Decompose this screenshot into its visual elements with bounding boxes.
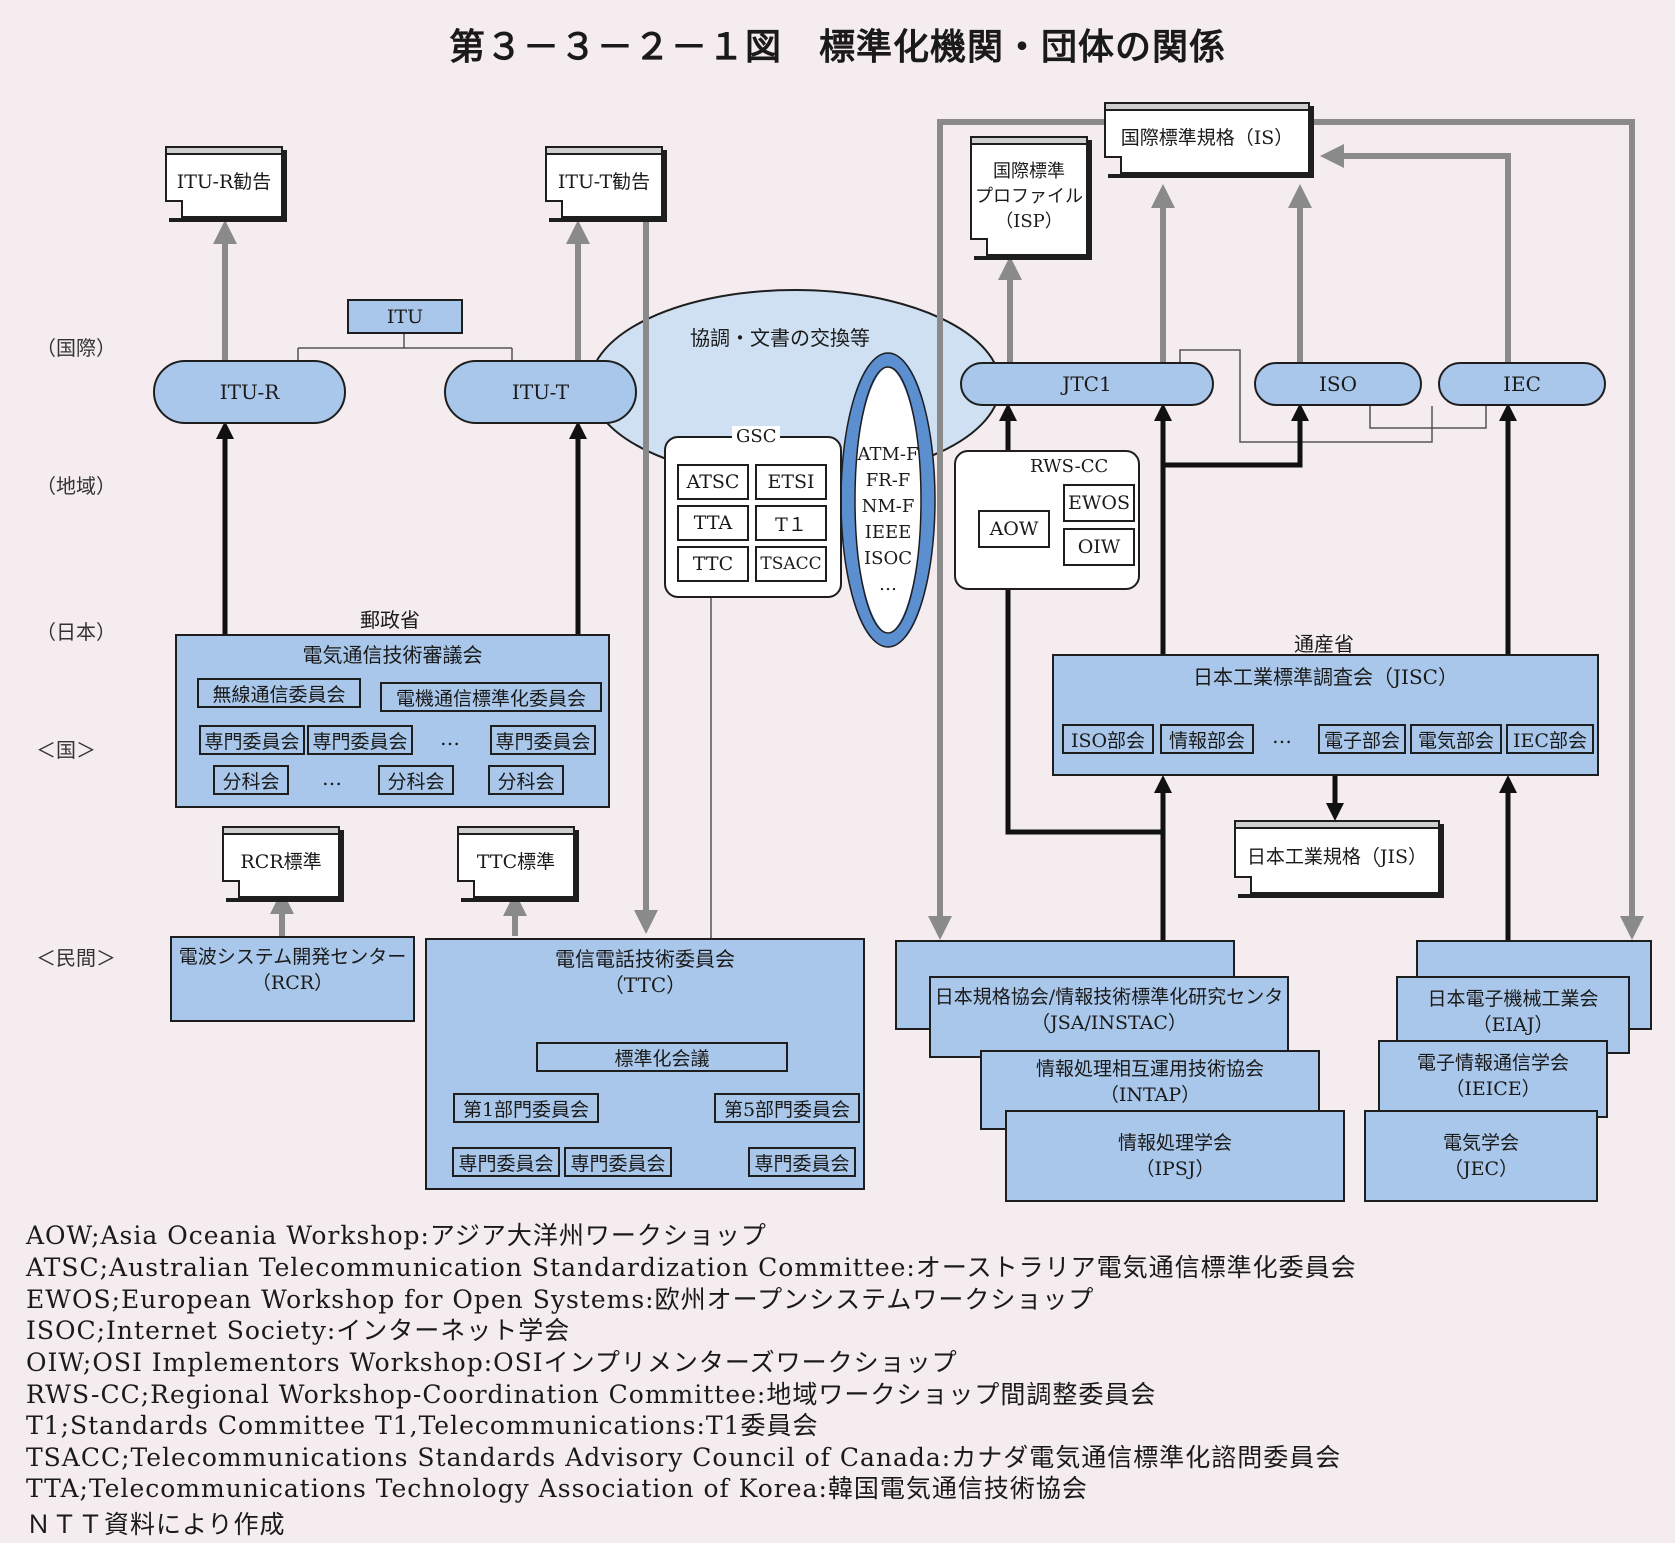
level-regional: （地域） [36, 474, 116, 498]
mpt-bunka: 分科会 [378, 765, 454, 795]
jis-doc: 日本工業規格（JIS） [1234, 820, 1440, 894]
glossary-entry: RWS-CC;Regional Workshop-Coordination Co… [26, 1380, 1157, 1409]
glossary-entry: ISOC;Internet Society:インターネット学会 [26, 1316, 571, 1345]
jtc1-iso-iec-connectors [1179, 349, 1487, 443]
glossary-entry: OIW;OSI Implementors Workshop:OSIインプリメンタ… [26, 1348, 958, 1377]
glossary-entry: AOW;Asia Oceania Workshop:アジア大洋州ワークショップ [26, 1221, 767, 1250]
elec-org-jec [1364, 1110, 1598, 1202]
itu-t-recommendation-doc: ITU-T勧告 [545, 146, 663, 218]
gsc-label: GSC [732, 426, 781, 447]
elec-org-eiaj-label: 日本電子機械工業会 （EIAJ） [1427, 988, 1599, 1036]
jisc-ellipsis: … [1272, 724, 1292, 748]
ewos-box: EWOS [1063, 484, 1135, 522]
level-japan: （日本） [36, 620, 116, 644]
glossary-entry: EWOS;European Workshop for Open Systems:… [26, 1285, 1095, 1314]
oiw-box: OIW [1063, 528, 1135, 566]
forum-ring [841, 353, 935, 647]
level-national: ＜国＞ [36, 738, 96, 762]
rcr-label: 電波システム開発センター （RCR） [178, 946, 407, 994]
ttc-dept5: 第5部門委員会 [714, 1093, 860, 1123]
mpt-senmon: 専門委員会 [199, 725, 305, 755]
forum-item: IEEE [864, 522, 912, 543]
glossary-entry: TTA;Telecommunications Technology Associ… [26, 1474, 1088, 1503]
itu-r-node: ITU-R [153, 360, 346, 424]
mpt-committee-wireless: 無線通信委員会 [197, 678, 361, 708]
forum-item: ATM-F [857, 444, 919, 465]
rcr-standard-doc: RCR標準 [222, 826, 340, 898]
miti-ministry-label: 通産省 [1294, 632, 1354, 656]
mpt-bunka: 分科会 [488, 765, 564, 795]
level-international: （国際） [36, 336, 116, 360]
ttc-name: 電信電話技術委員会 （TTC） [555, 947, 735, 997]
source-note: ＮＴＴ資料により作成 [26, 1510, 286, 1539]
jisc-box [1052, 654, 1599, 776]
itu-t-node: ITU-T [444, 360, 637, 424]
gsc-member: TSACC [755, 546, 827, 582]
forum-item: ISOC [864, 548, 912, 569]
arrow-is-to-elecorgs [1310, 119, 1644, 940]
jisc-division: 電気部会 [1410, 724, 1502, 754]
mpt-ellipsis: … [322, 766, 342, 790]
it-org-jsa-label: 日本規格協会/情報技術標準化研究センタ （JSA/INSTAC） [934, 986, 1284, 1034]
iec-node: IEC [1438, 362, 1606, 406]
jisc-division: ISO部会 [1062, 724, 1154, 754]
black-arrows [216, 403, 1517, 942]
jisc-division: 電子部会 [1318, 724, 1406, 754]
arrow-is-to-itorgs [928, 119, 1104, 940]
mpt-bunka: 分科会 [213, 765, 289, 795]
forum-item: FR-F [865, 470, 911, 491]
forum-item: … [879, 574, 897, 595]
glossary-entry: T1;Standards Committee T1,Telecommunicat… [26, 1411, 819, 1440]
forum-item: NM-F [861, 496, 915, 517]
it-org-intap-label: 情報処理相互運用技術協会 （INTAP） [1035, 1058, 1264, 1106]
jisc-division: IEC部会 [1506, 724, 1594, 754]
forum-list: ATM-F FR-F NM-F IEEE ISOC … [848, 442, 928, 598]
gsc-member: TTC [677, 546, 749, 582]
gsc-member: ATSC [677, 464, 749, 500]
mpt-ministry-label: 郵政省 [360, 608, 420, 632]
mpt-council-title: 電気通信技術審議会 [302, 643, 483, 667]
gsc-member: TTA [677, 505, 749, 541]
arrow-iec-to-is [1320, 144, 1511, 362]
gsc-member: T１ [755, 505, 827, 541]
mpt-committee-telecom: 電機通信標準化委員会 [380, 682, 602, 712]
iso-node: ISO [1254, 362, 1422, 406]
mpt-senmon: 専門委員会 [490, 725, 596, 755]
aow-box: AOW [978, 510, 1050, 548]
it-org-ipsj [1005, 1110, 1345, 1202]
mpt-ellipsis: … [440, 726, 460, 750]
ttc-standard-doc: TTC標準 [457, 826, 575, 898]
ttc-senmon: 専門委員会 [452, 1147, 560, 1177]
it-org-ipsj-label: 情報処理学会 （IPSJ） [1117, 1132, 1232, 1180]
itu-box: ITU [347, 299, 463, 334]
isp-doc: 国際標準 プロファイル （ISP） [970, 136, 1088, 256]
elec-org-ieice [1378, 1040, 1608, 1118]
glossary-entry: ATSC;Australian Telecommunication Standa… [26, 1253, 1357, 1282]
arrow-itorgs-to-aow [999, 553, 1166, 940]
jtc1-node: JTC1 [960, 362, 1214, 406]
arrow-jisc-to-iso [1163, 403, 1309, 468]
rcr-box [170, 936, 415, 1022]
jisc-division: 情報部会 [1160, 724, 1254, 754]
itu-tree-lines [297, 334, 513, 360]
elec-org-jec-label: 電気学会 （JEC） [1442, 1132, 1519, 1180]
glossary-entry: TSACC;Telecommunications Standards Advis… [26, 1443, 1342, 1472]
mpt-senmon: 専門委員会 [307, 725, 413, 755]
ttc-conference: 標準化会議 [536, 1042, 788, 1072]
ttc-dept1: 第1部門委員会 [453, 1093, 599, 1123]
jisc-title: 日本工業標準調査会（JISC） [1193, 665, 1458, 689]
ttc-senmon: 専門委員会 [564, 1147, 672, 1177]
is-doc: 国際標準規格（IS） [1104, 102, 1310, 174]
gray-arrows [213, 119, 1644, 940]
coordination-label: 協調・文書の交換等 [690, 326, 870, 350]
ttc-senmon: 専門委員会 [748, 1147, 856, 1177]
rws-cc-label: RWS-CC [1030, 456, 1109, 477]
itu-r-recommendation-doc: ITU-R勧告 [165, 146, 283, 218]
level-private: ＜民間＞ [36, 946, 116, 970]
elec-org-ieice-label: 電子情報通信学会 （IEICE） [1416, 1052, 1569, 1100]
figure-title: 第３－３－２－１図 標準化機関・団体の関係 [448, 27, 1226, 68]
gsc-member: ETSI [755, 464, 827, 500]
